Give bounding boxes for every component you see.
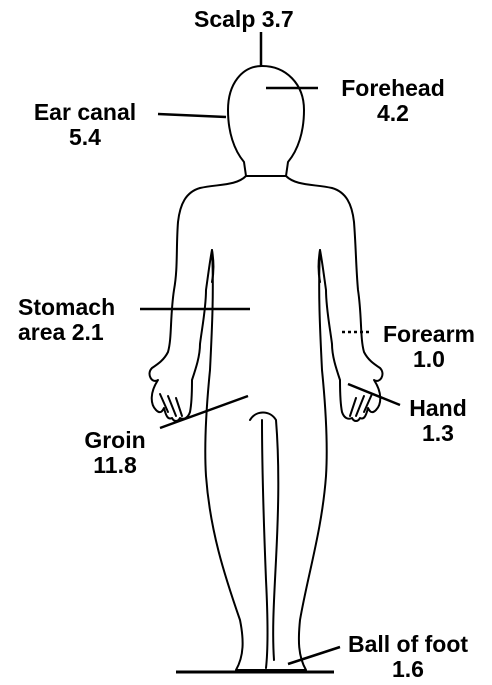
body-outline-right — [278, 176, 382, 670]
stomach-name: Stomach — [18, 295, 115, 320]
inner-leg-outline — [250, 413, 278, 669]
body-outline-left — [150, 176, 278, 670]
hand-label: Hand 1.3 — [398, 396, 478, 446]
forehead-label: Forehead 4.2 — [318, 76, 468, 126]
ear-canal-leader — [158, 114, 226, 117]
ear-canal-value: 5.4 — [14, 125, 156, 150]
hand-name: Hand — [398, 396, 478, 421]
fingers-left — [160, 394, 182, 416]
head-outline — [228, 66, 304, 176]
hand-value: 1.3 — [398, 421, 478, 446]
scalp-text: Scalp 3.7 — [194, 7, 294, 32]
ear-canal-name: Ear canal — [14, 100, 156, 125]
groin-name: Groin — [70, 428, 160, 453]
scalp-label: Scalp 3.7 — [194, 7, 294, 32]
groin-label: Groin 11.8 — [70, 428, 160, 478]
forearm-name: Forearm — [370, 322, 488, 347]
stomach-value: area 2.1 — [18, 320, 115, 345]
forehead-value: 4.2 — [318, 101, 468, 126]
fingers-right — [350, 394, 372, 416]
ball-of-foot-label: Ball of foot 1.6 — [334, 632, 482, 682]
stomach-label: Stomach area 2.1 — [18, 295, 115, 345]
forearm-label: Forearm 1.0 — [370, 322, 488, 372]
groin-leader — [160, 396, 248, 428]
hand-leader — [348, 384, 400, 405]
ball-of-foot-leader — [288, 647, 340, 664]
ear-canal-label: Ear canal 5.4 — [14, 100, 156, 150]
ball-of-foot-value: 1.6 — [334, 657, 482, 682]
forearm-value: 1.0 — [370, 347, 488, 372]
forehead-name: Forehead — [318, 76, 468, 101]
ball-of-foot-name: Ball of foot — [334, 632, 482, 657]
groin-value: 11.8 — [70, 453, 160, 478]
